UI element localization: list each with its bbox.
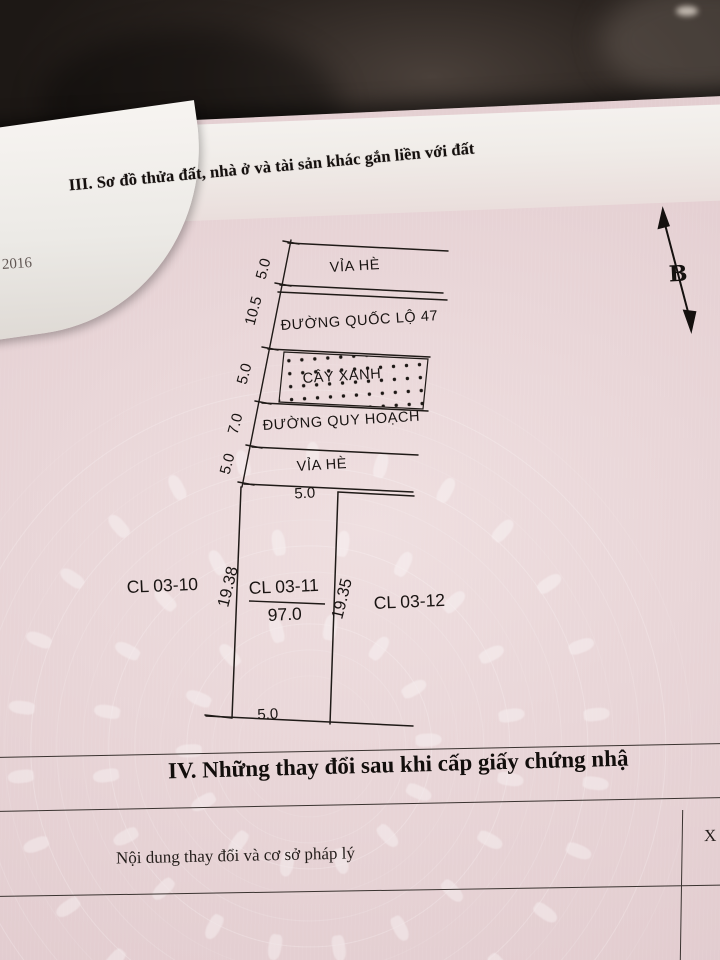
watermark-figure: [165, 472, 189, 502]
watermark-ring: [0, 400, 655, 960]
watermark-figure: [333, 529, 351, 558]
watermark-figure: [266, 933, 284, 960]
watermark-figure: [24, 628, 54, 651]
watermark-figure: [434, 475, 459, 505]
watermark-figure: [476, 828, 506, 852]
watermark-figure: [7, 698, 36, 716]
watermark-figure: [564, 840, 594, 863]
security-watermark: [0, 346, 720, 960]
watermark-figure: [267, 615, 287, 645]
watermark-figure: [371, 450, 392, 479]
watermark-figure: [438, 877, 467, 906]
watermark-figure: [53, 894, 83, 920]
watermark-figure: [21, 834, 51, 856]
watermark-figure: [484, 950, 512, 960]
watermark-figure: [490, 516, 518, 545]
watermark-figure: [391, 548, 415, 579]
watermark-figure: [534, 570, 564, 597]
watermark-figure: [112, 639, 142, 663]
watermark-figure: [188, 790, 218, 815]
watermark-figure: [92, 703, 121, 721]
watermark-figure: [582, 775, 610, 793]
watermark-figure: [415, 732, 442, 748]
watermark-figure: [105, 511, 133, 541]
watermark-figure: [205, 547, 229, 577]
watermark-figure: [305, 442, 319, 469]
watermark-figure: [440, 587, 469, 616]
watermark-ring: [0, 346, 710, 960]
watermark-figure: [92, 767, 120, 785]
watermark-ring: [180, 617, 438, 875]
watermark-ring: [207, 645, 411, 848]
watermark-figure: [566, 635, 596, 657]
watermark-figure: [151, 585, 179, 614]
watermark-figure: [583, 706, 611, 722]
watermark-figure: [57, 565, 87, 591]
watermark-ring: [0, 427, 628, 960]
watermark-figure: [530, 900, 560, 926]
watermark-ring: [235, 672, 384, 821]
watermark-figure: [374, 821, 402, 850]
watermark-figure: [6, 769, 35, 785]
north-letter: B: [668, 261, 688, 288]
table-column-marker: X: [703, 825, 717, 846]
margin-year-note: 2016: [1, 254, 33, 274]
watermark-figure: [321, 613, 339, 642]
north-arrow: B: [645, 204, 712, 337]
watermark-figure: [477, 642, 507, 666]
watermark-figure: [399, 676, 429, 701]
watermark-figure: [404, 781, 434, 804]
watermark-figure: [110, 825, 140, 849]
watermark-ring: [126, 563, 493, 930]
watermark-figure: [202, 912, 227, 942]
watermark-figure: [148, 875, 177, 904]
watermark-ring: [0, 373, 683, 960]
watermark-figure: [497, 706, 526, 724]
watermark-figure: [233, 448, 253, 478]
watermark-figure: [269, 528, 287, 557]
watermark-figure: [100, 946, 128, 960]
watermark-figure: [216, 641, 244, 670]
watermark-figure: [330, 934, 348, 960]
watermark-ring: [17, 455, 601, 960]
watermark-figure: [388, 914, 413, 944]
watermark-figure: [175, 743, 203, 758]
watermark-figure: [183, 687, 213, 710]
watermark-figure: [366, 633, 393, 663]
